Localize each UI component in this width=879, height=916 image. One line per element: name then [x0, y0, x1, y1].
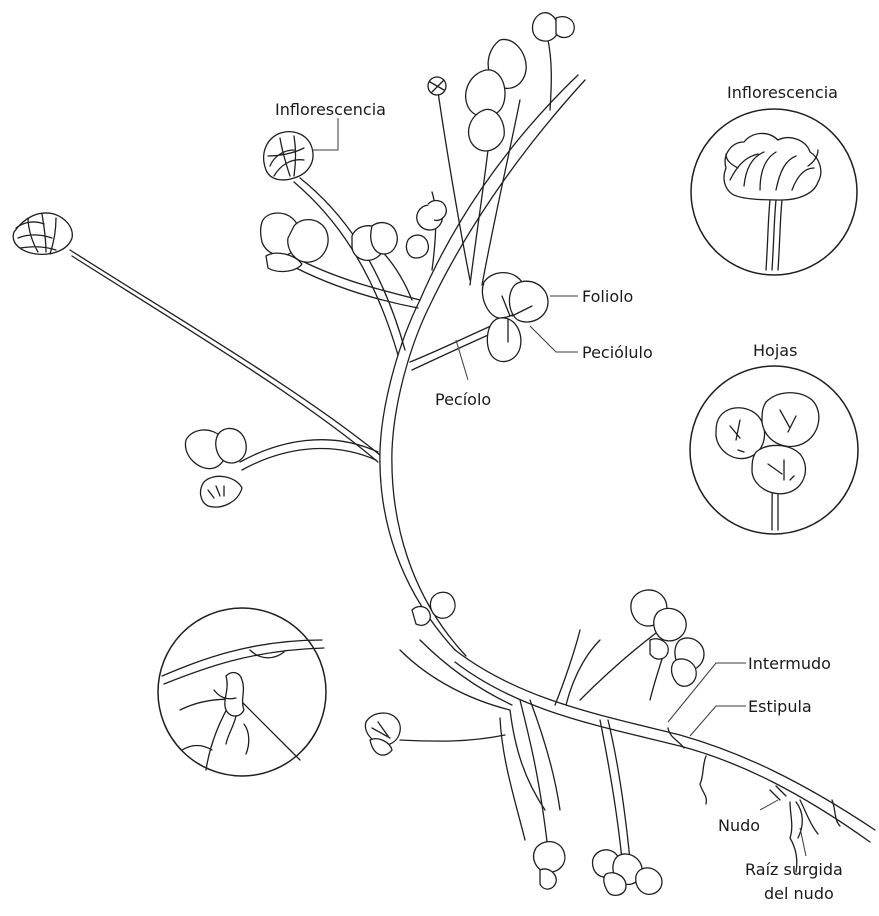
inset-inflorescencia — [691, 109, 857, 275]
leaf-bottom-trifoliates — [534, 842, 662, 896]
leaf-mid-small-stem — [412, 592, 455, 625]
label-peciolulo: Peciólulo — [582, 345, 653, 361]
leaf-lower-left — [185, 428, 378, 507]
leaf-cluster-top — [466, 13, 575, 285]
lower-node-cluster — [400, 630, 665, 860]
leaf-foliolo-trifoliate — [410, 273, 548, 370]
inset-hojas — [690, 366, 858, 534]
leaf-bottom-left — [365, 713, 400, 755]
main-stem — [380, 75, 585, 656]
label-nudo: Nudo — [718, 818, 760, 834]
inset-title-hojas: Hojas — [753, 343, 797, 359]
inset-node — [158, 608, 326, 776]
label-raiz-line2: del nudo — [764, 886, 834, 902]
leaf-left-upper — [261, 213, 421, 308]
inset-title-inflorescencia: Inflorescencia — [727, 85, 838, 101]
label-inflorescencia: Inflorescencia — [275, 102, 386, 118]
label-estipula: Estipula — [748, 699, 812, 715]
leaf-right-cluster — [631, 590, 704, 686]
leaf-middle-left — [352, 223, 428, 300]
label-raiz-line1: Raíz surgida — [745, 862, 843, 878]
label-intermudo: Intermudo — [748, 656, 831, 672]
leaf-small-mid — [417, 192, 447, 270]
label-peciolo: Pecíolo — [435, 392, 491, 408]
label-foliolo: Foliolo — [582, 289, 633, 305]
